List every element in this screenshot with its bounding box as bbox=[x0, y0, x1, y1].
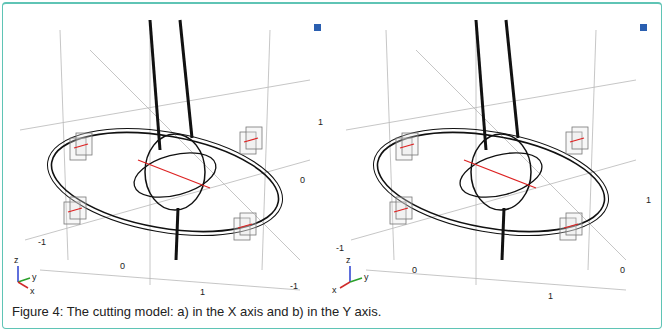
axis-name: x bbox=[30, 287, 35, 296]
axis-tick-value: -1 bbox=[38, 238, 46, 247]
axis-name: y bbox=[32, 273, 37, 282]
axis-tick-value: -1 bbox=[336, 244, 344, 253]
axis-tick-value: 1 bbox=[200, 288, 205, 297]
axis-tick-value: 1 bbox=[318, 118, 323, 127]
axis-name: x bbox=[332, 286, 337, 295]
axis-tick-value: 1 bbox=[646, 196, 651, 205]
axis-tick-value: 0 bbox=[620, 266, 625, 275]
axis-name: z bbox=[346, 256, 351, 265]
axis-tick-value: 0 bbox=[120, 262, 125, 271]
axis-tick-value: 0 bbox=[300, 176, 305, 185]
axis-tick-value: 0 bbox=[412, 266, 417, 275]
axis-name: z bbox=[14, 256, 19, 265]
figure-caption: Figure 4: The cutting model: a) in the X… bbox=[12, 304, 381, 319]
figure-frame bbox=[2, 2, 662, 329]
axis-name: y bbox=[364, 273, 369, 282]
axis-tick-value: -1 bbox=[290, 282, 298, 291]
axis-tick-value: 1 bbox=[548, 292, 553, 301]
